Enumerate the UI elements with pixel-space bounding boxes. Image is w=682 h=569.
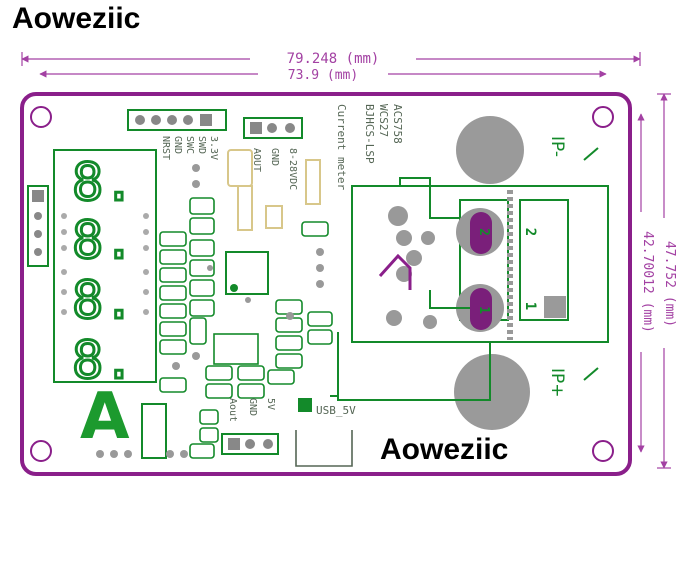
left-connector <box>27 185 49 267</box>
aout-header <box>243 117 303 139</box>
mounting-holes <box>30 106 614 462</box>
pad-2-label-inner: 2 <box>476 228 491 236</box>
ip-minus-label: IP- <box>547 136 567 157</box>
mounting-hole <box>30 106 52 128</box>
traces <box>330 177 491 401</box>
small-component <box>141 403 167 459</box>
pad-1-label: 1 <box>522 302 538 310</box>
unit-letter: A <box>80 380 130 454</box>
inner-width-label: 73.9 (mm) <box>288 68 358 83</box>
digit-2: 8. <box>72 211 135 271</box>
bottom-labels: Aout GND 5V <box>227 398 276 422</box>
display-digits: 8. 8. 8. 8. <box>71 152 137 393</box>
ip-plus-pad <box>454 354 530 430</box>
prog-label: SWD <box>196 136 207 154</box>
pad-1-label-inner: 1 <box>476 306 491 314</box>
outer-width-label: 79.248 (mm) <box>287 51 380 67</box>
ip-plus-label: IP+ <box>547 368 567 398</box>
board-outline <box>20 92 632 476</box>
prog-label: SWC <box>184 136 195 154</box>
prog-label: NRST <box>160 136 171 160</box>
power-terminals <box>454 116 566 430</box>
mounting-hole <box>592 440 614 462</box>
chip-label: ACS758 <box>391 104 404 144</box>
gnd-label: GND <box>269 148 280 166</box>
mcu-chip <box>225 251 269 295</box>
regulator <box>227 149 321 231</box>
chip-list: ACS758 WCS27 BJHCS-LSP Current meter <box>335 104 404 190</box>
brand-logo-bottom: Aoweziic <box>380 433 509 466</box>
chip-label: WCS27 <box>377 104 390 137</box>
digit-1: 8. <box>72 153 135 213</box>
ip-minus-pad <box>456 116 524 184</box>
gnd-bottom-label: GND <box>247 398 258 416</box>
digit-4: 8. <box>72 331 135 391</box>
voltage-label: 8-28VDC <box>287 148 298 190</box>
passives <box>159 197 333 459</box>
aout-label: AOUT <box>251 148 262 172</box>
inner-height-label: 42.70012 (mm) <box>640 231 655 333</box>
mounting-hole <box>592 106 614 128</box>
crystal <box>213 333 259 365</box>
usb-label: USB_5V <box>316 404 356 417</box>
aout-labels: AOUT GND 8-28VDC <box>251 148 298 190</box>
mounting-hole <box>30 440 52 462</box>
bottom-header <box>221 433 279 455</box>
prog-label: GND <box>172 136 183 154</box>
usb-connector: USB_5V <box>295 398 356 467</box>
display-outline <box>53 149 157 383</box>
display-pins <box>61 213 149 315</box>
aout-bottom-label: Aout <box>227 398 238 422</box>
chip-label: BJHCS-LSP <box>363 104 376 164</box>
digit-3: 8. <box>72 271 135 331</box>
brand-logo-top: Aoweziic <box>12 2 141 35</box>
v5-bottom-label: 5V <box>265 398 276 410</box>
current-sensor <box>351 185 609 343</box>
outer-height-label: 47.752 (mm) <box>662 241 677 327</box>
prog-label: 3.3V <box>208 136 219 160</box>
prog-labels: NRST GND SWC SWD 3.3V <box>160 136 219 160</box>
chip-label: Current meter <box>335 104 348 190</box>
vias <box>96 164 324 458</box>
prog-header <box>127 109 227 131</box>
pad-2-label: 2 <box>522 228 538 236</box>
